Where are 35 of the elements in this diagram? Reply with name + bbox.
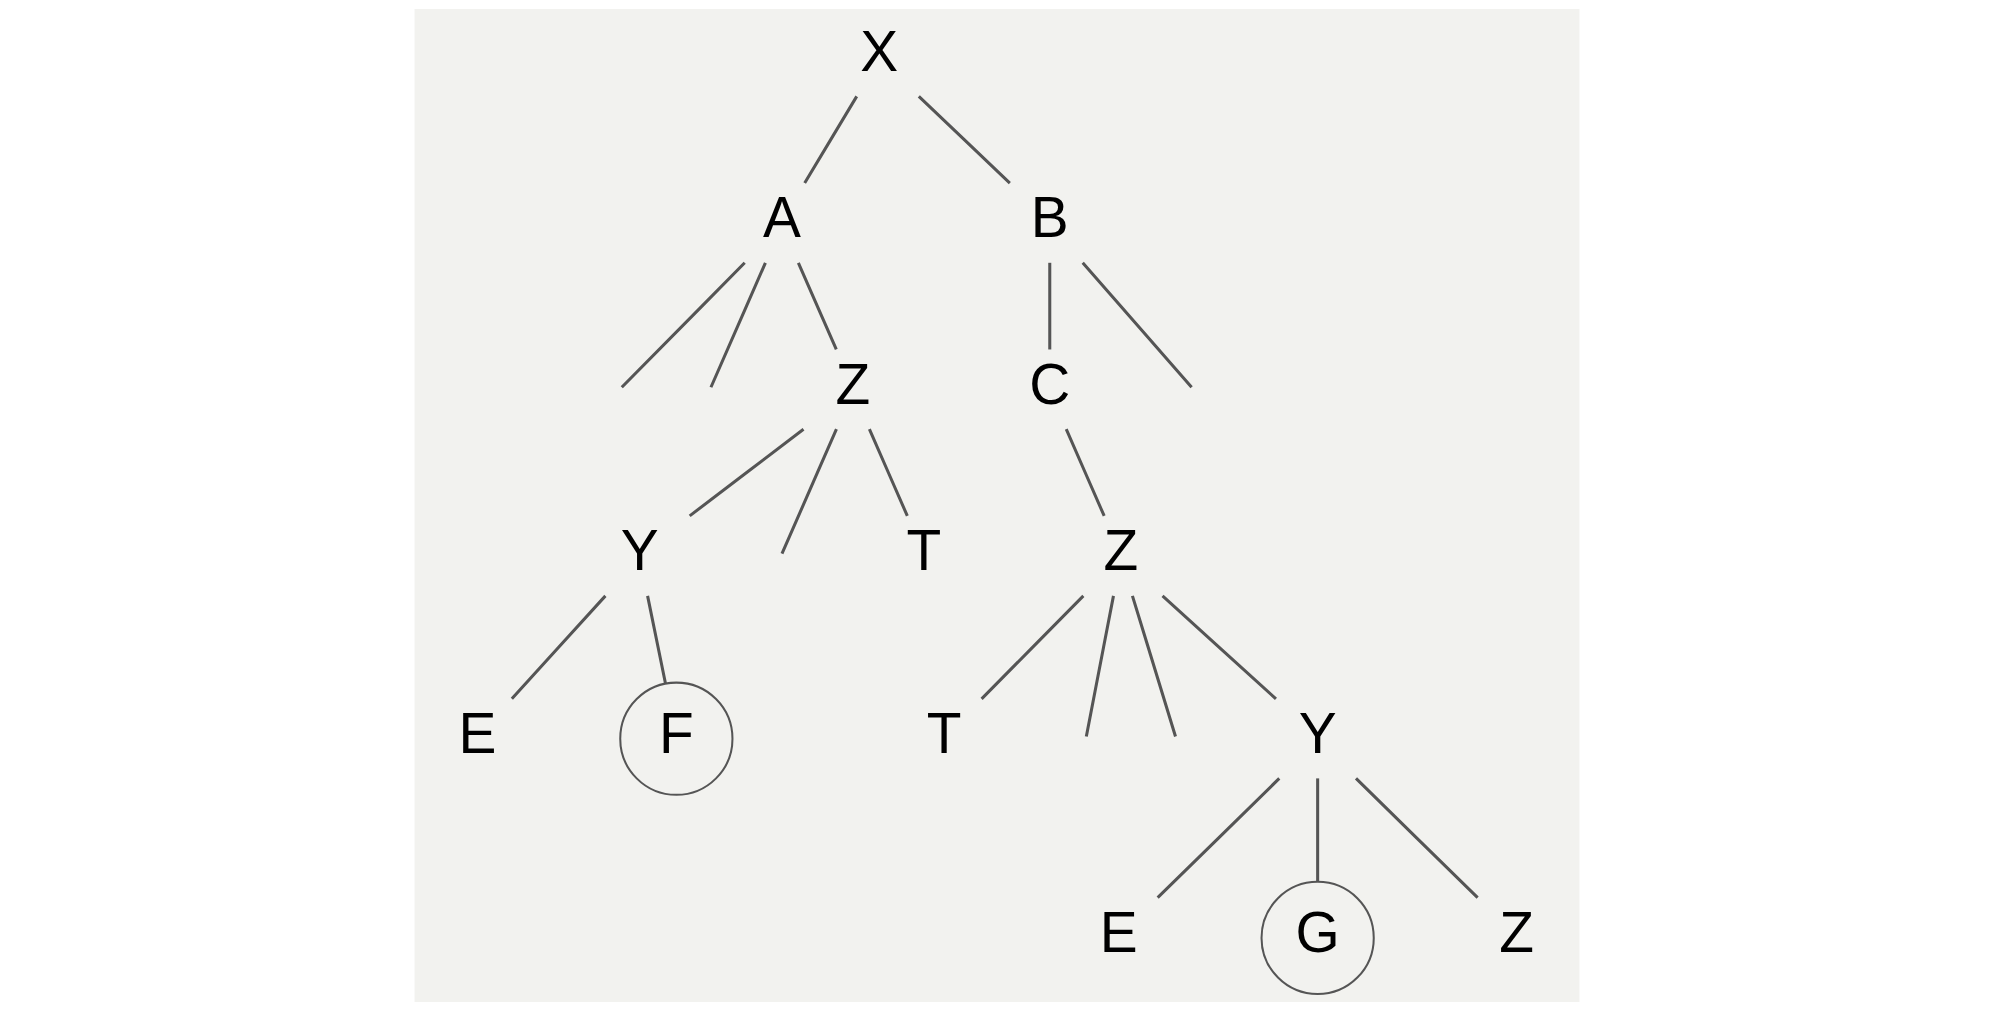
- node-text: Z: [835, 352, 871, 416]
- connector: [1064, 428, 1106, 516]
- node-text: Z: [1103, 518, 1139, 582]
- connector: [709, 261, 767, 388]
- connector: [803, 95, 858, 184]
- connector: [917, 94, 1011, 184]
- connector: [796, 261, 838, 350]
- node-text: A: [762, 185, 801, 249]
- connector: [1084, 595, 1115, 737]
- node-text: B: [1030, 185, 1069, 249]
- connector: [980, 594, 1085, 700]
- connector: [510, 594, 607, 700]
- connector: [1156, 776, 1281, 899]
- connector: [688, 427, 805, 517]
- node-text: X: [860, 19, 899, 83]
- connector: [868, 428, 909, 516]
- connector: [1130, 594, 1177, 737]
- connector: [780, 428, 838, 554]
- node-text: C: [1029, 352, 1071, 416]
- connector: [620, 261, 746, 388]
- node-circle: F: [619, 681, 734, 796]
- connector: [646, 595, 667, 684]
- node-text: Y: [620, 518, 659, 582]
- node-text: T: [926, 701, 962, 765]
- connector: [1316, 777, 1320, 881]
- connector: [1354, 776, 1479, 899]
- node-text: Z: [1499, 900, 1534, 964]
- node-text: T: [906, 518, 942, 582]
- node-text: Y: [1298, 701, 1337, 765]
- node-circle: G: [1260, 880, 1375, 995]
- connector: [1081, 261, 1193, 388]
- node-text: E: [1099, 900, 1138, 964]
- connector: [1161, 594, 1277, 700]
- connector: [1048, 262, 1052, 349]
- node-text: E: [458, 701, 497, 765]
